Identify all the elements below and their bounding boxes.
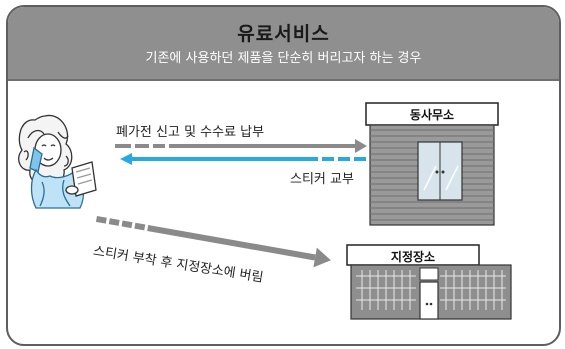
panel-header: 유료서비스 기존에 사용하던 제품을 단순히 버리고자 하는 경우 (8, 7, 559, 81)
arrow-head (313, 247, 331, 268)
dash-segment (121, 220, 133, 229)
arrow-shaft (169, 144, 355, 148)
arrow-head (120, 153, 132, 165)
woman-on-phone-icon (18, 114, 97, 209)
arrow-head (355, 139, 367, 153)
dash-segment (134, 222, 146, 231)
dash-segment (135, 144, 149, 148)
sticker-return-arrow (120, 153, 366, 165)
arrow-shaft (132, 157, 318, 161)
dash-segment (95, 216, 107, 224)
dash-segment (354, 157, 366, 161)
dash-segment (322, 157, 334, 161)
dash-segment (153, 144, 165, 148)
entrance-door (419, 281, 439, 320)
panel-title: 유료서비스 (237, 23, 330, 45)
report-fee-label: 폐가전 신고 및 수수료 납부 (116, 125, 265, 140)
dispose-arrow (95, 216, 331, 268)
community-office-building (365, 102, 499, 226)
arrow-shaft (147, 225, 316, 261)
dash-segment (115, 144, 131, 148)
dash-segment (338, 157, 350, 161)
designated-place-building (346, 244, 512, 320)
panel-subtitle: 기존에 사용하던 제품을 단순히 버리고자 하는 경우 (145, 51, 422, 66)
sticker-issue-label: 스티커 교부 (290, 172, 354, 187)
report-arrow (115, 139, 367, 153)
dash-segment (108, 218, 120, 226)
designated-place-name: 지정장소 (390, 250, 436, 264)
community-office-name: 동사무소 (409, 108, 455, 122)
